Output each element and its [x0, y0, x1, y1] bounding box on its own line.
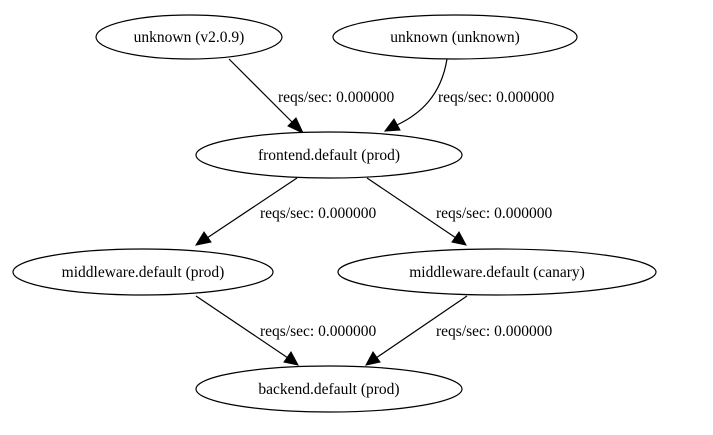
- node-unknown-v209[interactable]: unknown (v2.0.9): [95, 14, 283, 60]
- arrowhead-icon: [365, 351, 381, 366]
- arrowhead-icon: [383, 118, 401, 132]
- edge-middleware-canary-to-backend: reqs/sec: 0.000000: [365, 295, 552, 366]
- node-unknown-unknown[interactable]: unknown (unknown): [332, 14, 578, 60]
- node-label: unknown (v2.0.9): [134, 29, 245, 46]
- edge-label: reqs/sec: 0.000000: [260, 205, 376, 222]
- node-frontend-prod[interactable]: frontend.default (prod): [195, 131, 463, 179]
- edge-label: reqs/sec: 0.000000: [436, 205, 552, 222]
- arrowhead-icon: [194, 231, 212, 246]
- node-backend-prod[interactable]: backend.default (prod): [195, 365, 463, 413]
- edge-frontend-to-middleware-prod: reqs/sec: 0.000000: [194, 177, 376, 246]
- node-label: middleware.default (canary): [409, 264, 585, 281]
- node-middleware-canary[interactable]: middleware.default (canary): [337, 248, 657, 296]
- edge-unknown-unknown-to-frontend: reqs/sec: 0.000000: [383, 58, 554, 132]
- node-label: backend.default (prod): [258, 381, 399, 398]
- edge-label: reqs/sec: 0.000000: [260, 323, 376, 340]
- node-label: middleware.default (prod): [62, 264, 225, 281]
- node-label: frontend.default (prod): [258, 147, 400, 164]
- node-label: unknown (unknown): [390, 29, 520, 46]
- edge-unknown-v209-to-frontend: reqs/sec: 0.000000: [228, 58, 394, 135]
- arrowhead-icon: [287, 117, 305, 135]
- node-middleware-prod[interactable]: middleware.default (prod): [12, 248, 274, 296]
- edge-middleware-prod-to-backend: reqs/sec: 0.000000: [195, 295, 376, 366]
- edge-frontend-to-middleware-canary: reqs/sec: 0.000000: [366, 177, 552, 246]
- arrowhead-icon: [451, 231, 467, 246]
- edge-label: reqs/sec: 0.000000: [278, 89, 394, 106]
- arrowhead-icon: [283, 351, 299, 366]
- edge-label: reqs/sec: 0.000000: [438, 89, 554, 106]
- edge-label: reqs/sec: 0.000000: [436, 323, 552, 340]
